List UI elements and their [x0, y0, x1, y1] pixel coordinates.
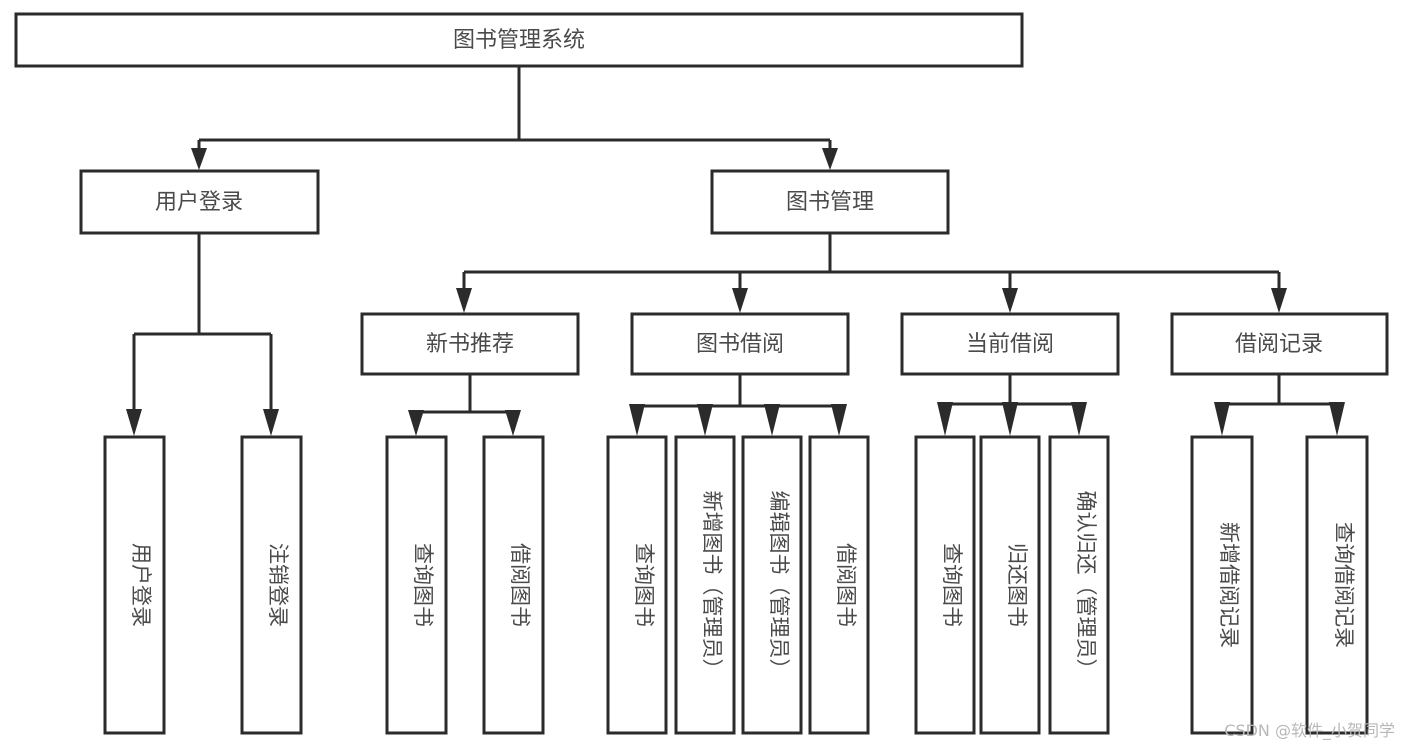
node-root-box[interactable]	[14, 12, 1024, 68]
leaf-bookborrow-edit-box[interactable]	[741, 435, 803, 735]
arrow-bookborrow-leaf-1	[629, 404, 645, 436]
arrow-to-borrow-records	[1271, 288, 1287, 313]
leaf-currentborrow-return-label: 归还图书	[1005, 543, 1029, 627]
node-user-login-box[interactable]	[79, 169, 320, 235]
leaf-node[interactable]: 新增图书（管理员）	[674, 435, 736, 735]
node-book-borrow[interactable]: 图书借阅	[630, 312, 850, 376]
leaf-currentborrow-query-label: 查询图书	[940, 543, 964, 627]
leaf-borrowrecords-add-label: 新增借阅记录	[1217, 522, 1241, 648]
leaf-logout-label: 注销登录	[266, 543, 290, 627]
leaf-user-login-label: 用户登录	[129, 543, 153, 627]
node-borrow-records-box[interactable]	[1170, 312, 1389, 376]
leaf-node[interactable]: 查询图书	[914, 435, 976, 735]
node-current-borrow-label: 当前借阅	[966, 332, 1054, 357]
connector-group-borrow-records	[1214, 374, 1345, 436]
node-root-label: 图书管理系统	[453, 28, 585, 53]
leaf-bookborrow-query-label: 查询图书	[632, 543, 656, 627]
node-book-management[interactable]: 图书管理	[710, 169, 950, 235]
leaf-logout-box[interactable]	[240, 435, 303, 735]
leaf-node[interactable]: 注销登录	[240, 435, 303, 735]
node-new-book-recommend-label: 新书推荐	[426, 332, 514, 357]
node-borrow-records-label: 借阅记录	[1235, 332, 1323, 357]
node-book-borrow-box[interactable]	[630, 312, 850, 376]
node-root-system[interactable]: 图书管理系统	[14, 12, 1024, 68]
connector-group-new-book-recommend	[408, 374, 521, 436]
connector-group-current-borrow	[937, 374, 1087, 436]
leaf-node[interactable]: 借阅图书	[482, 435, 545, 735]
connector-group-book-borrow	[629, 374, 847, 436]
node-book-borrow-label: 图书借阅	[696, 332, 784, 357]
leaf-bookborrow-add-label: 新增图书（管理员）	[700, 491, 724, 680]
node-new-book-recommend-box[interactable]	[360, 312, 580, 376]
leaf-node[interactable]: 新增借阅记录	[1190, 435, 1254, 735]
arrow-newbook-leaf-1	[408, 410, 424, 436]
leaf-currentborrow-query-box[interactable]	[914, 435, 976, 735]
node-borrow-records[interactable]: 借阅记录	[1170, 312, 1389, 376]
arrow-currentborrow-leaf-1	[937, 402, 953, 436]
arrow-newbook-leaf-2	[505, 410, 521, 436]
leaf-bookborrow-borrow-box[interactable]	[808, 435, 870, 735]
arrow-to-book-mgmt	[822, 148, 838, 170]
leaf-node[interactable]: 查询图书	[385, 435, 448, 735]
arrow-currentborrow-leaf-3	[1071, 402, 1087, 436]
leaf-currentborrow-confirm-box[interactable]	[1048, 435, 1110, 735]
leaf-bookborrow-query-box[interactable]	[606, 435, 668, 735]
arrow-userlogin-leaf-2	[263, 409, 279, 436]
node-user-login-label: 用户登录	[155, 190, 243, 215]
leaf-bookborrow-edit-label: 编辑图书（管理员）	[767, 491, 791, 680]
node-current-borrow[interactable]: 当前借阅	[900, 312, 1120, 376]
connector-group-user-login	[126, 233, 279, 436]
connector-group-root	[191, 66, 838, 170]
node-new-book-recommend[interactable]: 新书推荐	[360, 312, 580, 376]
leaf-newbook-query-box[interactable]	[385, 435, 448, 735]
arrow-borrowrecords-leaf-1	[1214, 402, 1230, 436]
leaf-newbook-query-label: 查询图书	[411, 543, 435, 627]
arrow-borrowrecords-leaf-2	[1329, 402, 1345, 436]
leaf-newbook-borrow-label: 借阅图书	[508, 543, 532, 627]
node-user-login[interactable]: 用户登录	[79, 169, 320, 235]
leaf-borrowrecords-add-box[interactable]	[1190, 435, 1254, 735]
leaf-user-login-box[interactable]	[103, 435, 166, 735]
arrow-to-current-borrow	[1002, 288, 1018, 313]
connector-group-book-management	[456, 233, 1287, 313]
leaf-node[interactable]: 归还图书	[979, 435, 1041, 735]
arrow-bookborrow-leaf-2	[697, 404, 713, 436]
arrow-to-new-book-recommend	[456, 288, 472, 313]
node-current-borrow-box[interactable]	[900, 312, 1120, 376]
arrow-to-book-borrow	[732, 288, 748, 313]
leaf-node[interactable]: 借阅图书	[808, 435, 870, 735]
node-book-management-label: 图书管理	[786, 190, 874, 215]
arrow-userlogin-leaf-1	[126, 409, 142, 436]
leaf-currentborrow-confirm-label: 确认归还（管理员）	[1074, 491, 1098, 680]
arrow-to-user-login	[191, 148, 207, 170]
arrow-bookborrow-leaf-4	[831, 404, 847, 436]
leaf-bookborrow-borrow-label: 借阅图书	[834, 543, 858, 627]
leaf-borrowrecords-query-label: 查询借阅记录	[1332, 522, 1356, 648]
leaf-bookborrow-add-box[interactable]	[674, 435, 736, 735]
leaf-borrowrecords-query-box[interactable]	[1305, 435, 1369, 735]
leaf-newbook-borrow-box[interactable]	[482, 435, 545, 735]
leaf-currentborrow-return-box[interactable]	[979, 435, 1041, 735]
leaf-node[interactable]: 确认归还（管理员）	[1048, 435, 1110, 735]
leaf-node[interactable]: 查询借阅记录	[1305, 435, 1369, 735]
node-book-management-box[interactable]	[710, 169, 950, 235]
arrow-bookborrow-leaf-3	[764, 404, 780, 436]
arrow-currentborrow-leaf-2	[1002, 402, 1018, 436]
leaf-node[interactable]: 用户登录	[103, 435, 166, 735]
leaf-node[interactable]: 编辑图书（管理员）	[741, 435, 803, 735]
leaf-node[interactable]: 查询图书	[606, 435, 668, 735]
